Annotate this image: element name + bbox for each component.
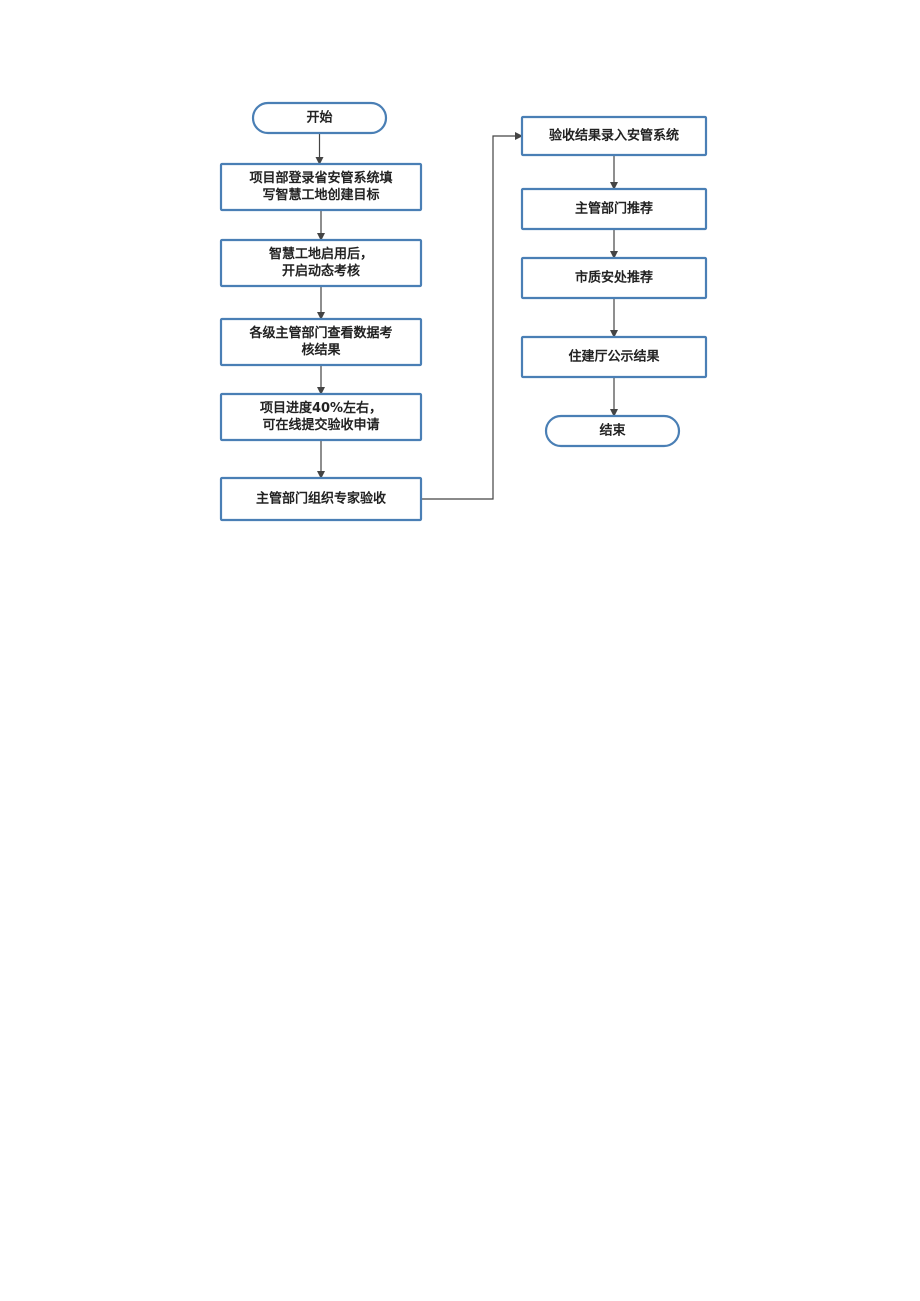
process-box xyxy=(219,317,423,367)
terminal-shape xyxy=(544,414,681,448)
node-end: 结束 xyxy=(544,414,681,448)
node-label-line: 住建厅公示结果 xyxy=(568,349,659,365)
node-dept-recommend: 主管部门推荐 xyxy=(520,187,708,231)
node-record-results: 验收结果录入安管系统 xyxy=(520,115,708,157)
node-label-line: 验收结果录入安管系统 xyxy=(549,128,679,144)
process-box xyxy=(520,256,708,300)
process-box xyxy=(520,335,708,379)
node-dynamic-assessment: 智慧工地启用后，开启动态考核 xyxy=(219,238,423,288)
node-label-line: 项目进度40%左右， xyxy=(260,400,382,416)
node-label-line: 市质安处推荐 xyxy=(575,270,653,286)
process-box xyxy=(520,115,708,157)
process-box xyxy=(520,187,708,231)
connector-expert-acceptance-to-record-results xyxy=(421,132,523,500)
connectors xyxy=(315,132,618,500)
process-box xyxy=(219,238,423,288)
node-label-line: 可在线提交验收申请 xyxy=(262,417,379,433)
node-label-line: 各级主管部门查看数据考 xyxy=(248,325,392,341)
node-apply-acceptance: 项目进度40%左右，可在线提交验收申请 xyxy=(219,392,423,442)
node-label-line: 主管部门组织专家验收 xyxy=(256,491,387,507)
node-label-line: 智慧工地启用后， xyxy=(269,246,373,262)
node-label-line: 写智慧工地创建目标 xyxy=(262,187,379,203)
process-box xyxy=(219,162,423,212)
node-label-line: 开始 xyxy=(306,110,332,126)
node-start: 开始 xyxy=(251,101,388,135)
node-label-line: 结束 xyxy=(599,423,626,439)
node-label-line: 项目部登录省安管系统填 xyxy=(249,170,392,186)
nodes: 开始项目部登录省安管系统填写智慧工地创建目标智慧工地启用后，开启动态考核各级主管… xyxy=(219,101,708,522)
process-box xyxy=(219,476,423,522)
process-box xyxy=(219,392,423,442)
node-label-line: 主管部门推荐 xyxy=(575,201,653,217)
terminal-shape xyxy=(251,101,388,135)
node-label-line: 开启动态考核 xyxy=(282,263,360,279)
node-expert-acceptance: 主管部门组织专家验收 xyxy=(219,476,423,522)
node-publish-results: 住建厅公示结果 xyxy=(520,335,708,379)
node-city-recommend: 市质安处推荐 xyxy=(520,256,708,300)
node-label-line: 核结果 xyxy=(301,342,340,358)
